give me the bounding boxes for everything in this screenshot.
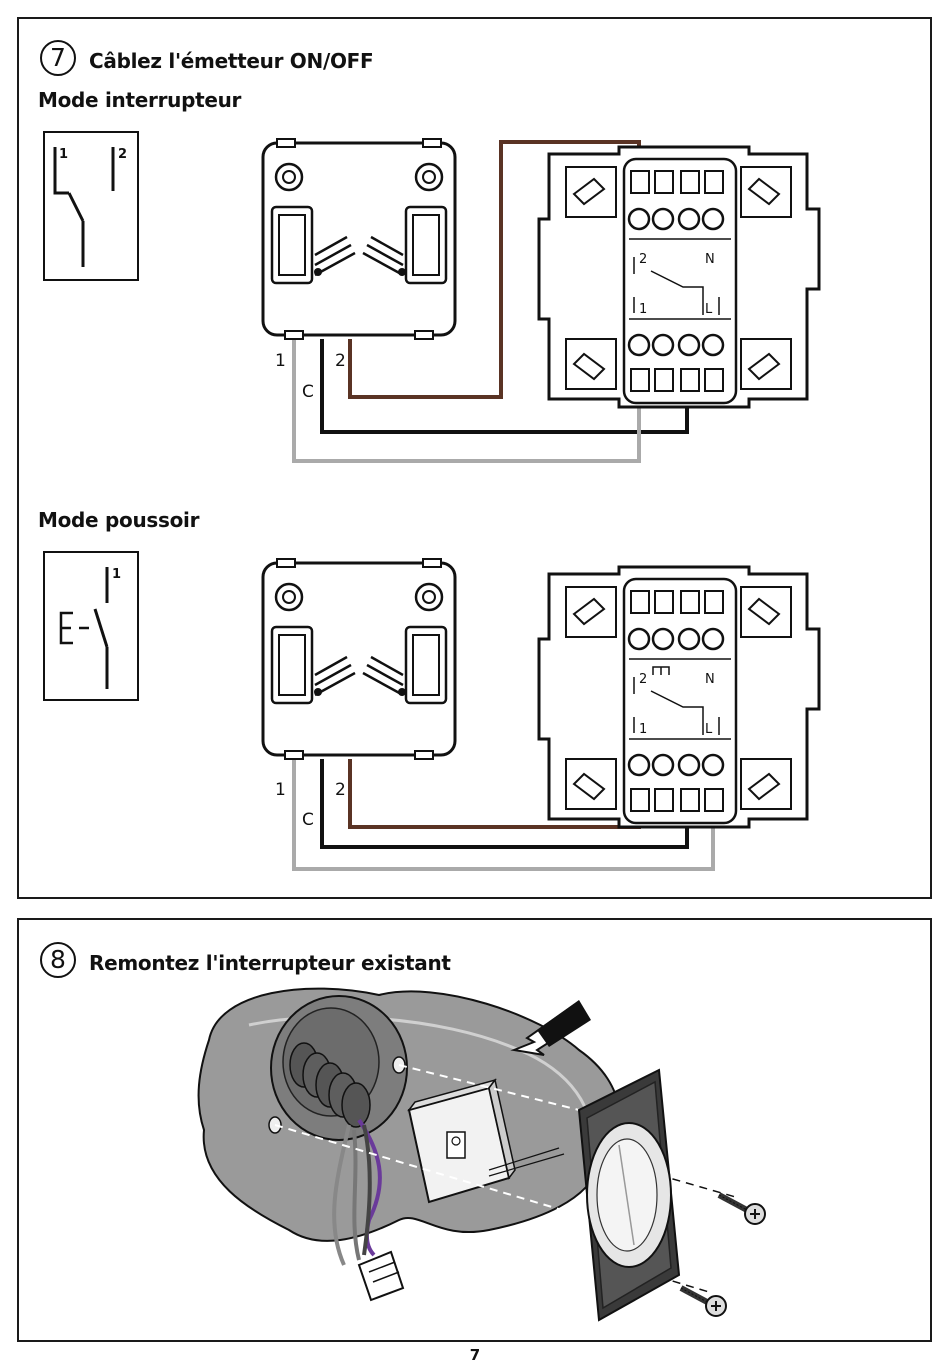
mechanism-label-1: 1 [639,302,647,317]
step-8-number: 8 [40,942,76,978]
switch-mechanism [577,1068,681,1322]
conduit [289,1042,371,1128]
terminal-label-c: C [302,382,314,402]
mechanism-label-l: L [705,302,713,317]
step-8-title: Remontez l'interrupteur existant [89,951,451,975]
wiring-diagram-switch: 1 2 C [261,138,821,463]
mechanism-label-n: N [705,672,715,687]
existing-switch-mechanism [537,565,821,829]
push-mode-symbol: 1 [43,551,139,701]
wire-connector [357,1250,405,1302]
switch-symbol-icon: 1 2 [53,147,127,267]
mechanism-label-2: 2 [639,672,647,687]
transmitter-module [261,558,457,760]
mode-switch-heading: Mode interrupteur [38,88,242,112]
step-7-number: 7 [40,40,76,76]
terminal-label-2: 2 [335,351,346,371]
terminal-label-2: 2 [335,780,346,800]
terminal-label-1: 1 [275,351,286,371]
purple-wire [357,1118,382,1257]
mechanism-label-l: L [705,722,713,737]
mode-push-heading: Mode poussoir [38,508,200,532]
step-7-panel: 7 Câblez l'émetteur ON/OFF Mode interrup… [17,17,932,899]
terminal-label-c: C [302,810,314,830]
symbol-label-1: 1 [59,147,68,162]
wiring-diagram-push: 1 2 C [261,558,821,871]
push-symbol-icon: 1 [59,567,121,689]
page-number: 7 [469,1346,481,1364]
transmitter-module [407,1078,565,1204]
step-7-title: Câblez l'émetteur ON/OFF [89,49,374,73]
terminal-label-1: 1 [275,780,286,800]
existing-switch-mechanism [537,145,821,409]
mechanism-label-n: N [705,252,715,267]
grey-wire [332,1124,351,1266]
transmitter-module [261,138,457,340]
symbol-label-1: 1 [112,567,121,582]
mechanism-label-2: 2 [639,252,647,267]
reassembly-illustration [197,987,766,1322]
screw-icon [717,1192,766,1225]
switch-mode-symbol: 1 2 [43,131,139,281]
step-8-panel: 8 Remontez l'interrupteur existant [17,918,932,1342]
screw-icon [679,1285,727,1317]
symbol-label-2: 2 [118,147,127,162]
mechanism-label-1: 1 [639,722,647,737]
